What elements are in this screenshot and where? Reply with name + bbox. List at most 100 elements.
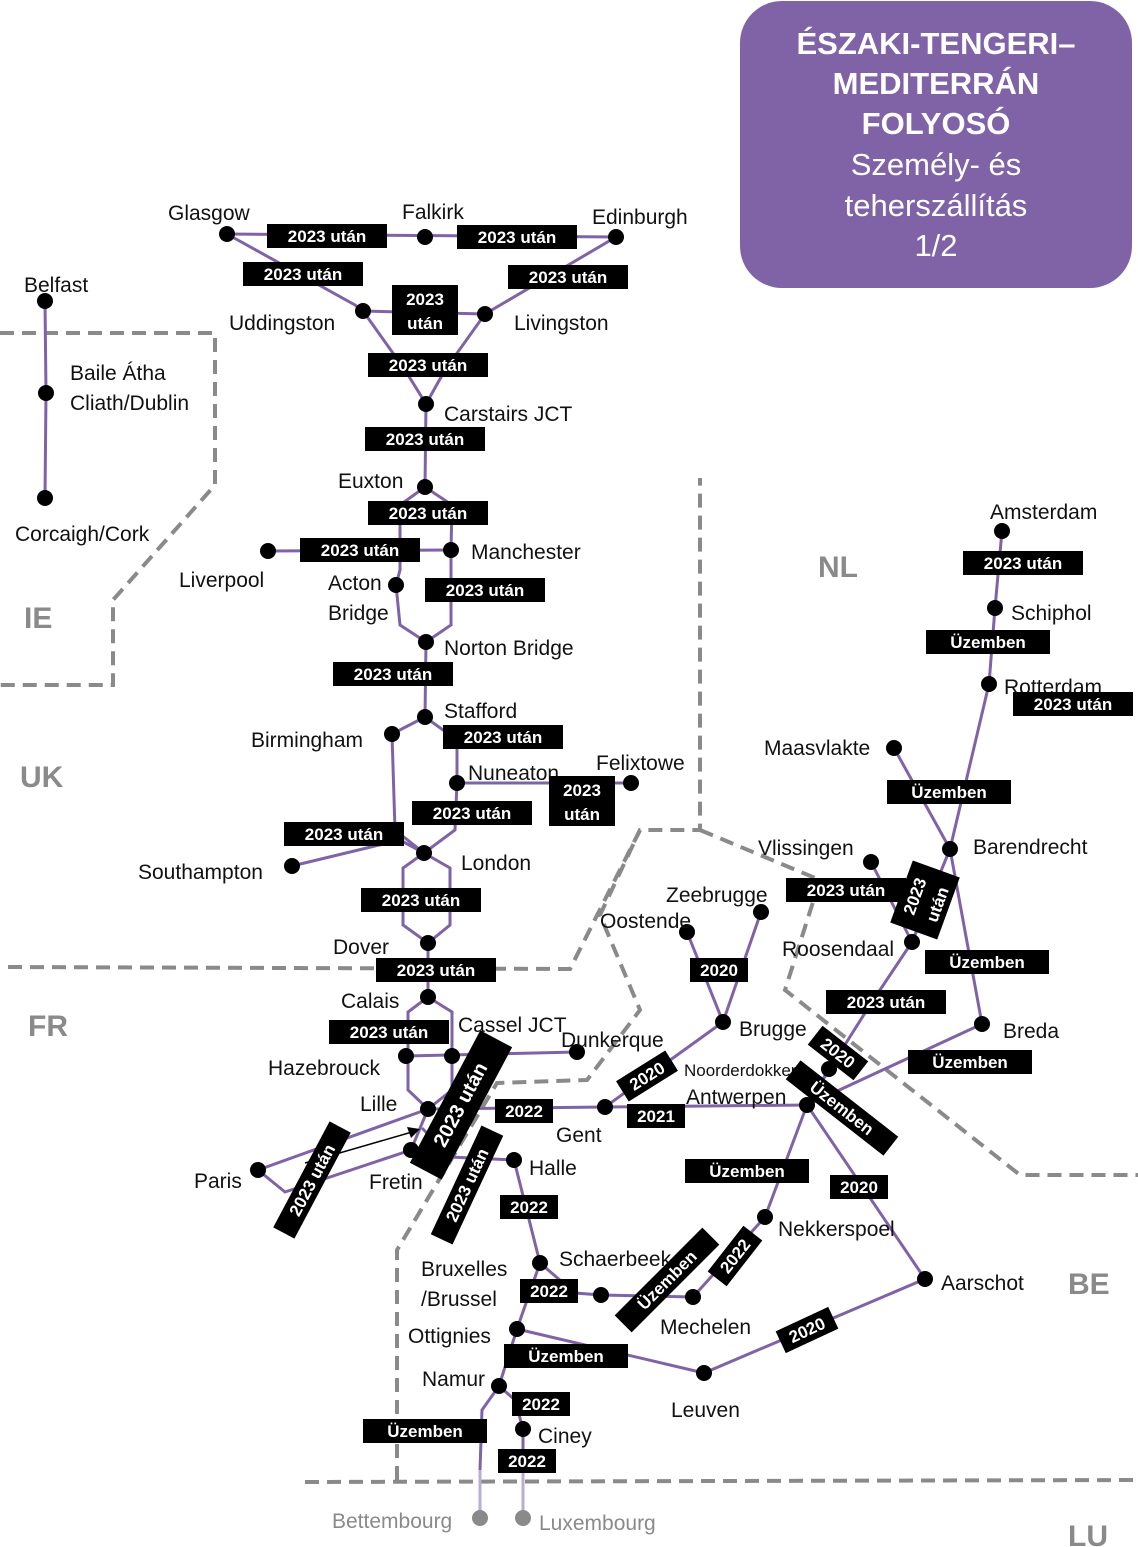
station-dot: [444, 1048, 460, 1064]
station-dot: [685, 1289, 701, 1305]
status-badge: 2023 után: [329, 1020, 449, 1044]
station-dot: [449, 775, 465, 791]
status-badge: 2022: [500, 1195, 558, 1219]
badge-background: [333, 662, 453, 686]
station-carstairs-jct: Carstairs JCT: [418, 396, 573, 426]
badge-background: [500, 1195, 558, 1219]
status-badge: 2023 után: [826, 990, 946, 1014]
station-gent: Gent: [556, 1099, 613, 1147]
station-label: Barendrecht: [973, 836, 1088, 859]
station-dot: [981, 676, 997, 692]
station-dot: [715, 1014, 731, 1030]
station-maasvlakte: Maasvlakte: [764, 737, 902, 760]
station-bettembourg: Bettembourg: [332, 1510, 488, 1533]
station-dot: [863, 854, 879, 870]
badge-label: 2023 után: [847, 993, 925, 1012]
badge-background: [549, 776, 615, 826]
station-label: Breda: [1003, 1020, 1059, 1043]
station-breda: Breda: [974, 1016, 1059, 1043]
badge-background: [329, 1020, 449, 1044]
station-label: Nekkerspoel: [778, 1218, 895, 1241]
station-label: Birmingham: [251, 729, 363, 752]
station-label: Bettembourg: [332, 1510, 452, 1533]
badge-label: 2020: [700, 961, 738, 980]
status-badge: Üzemben: [685, 1159, 809, 1183]
status-badge: 2023 után: [412, 801, 532, 825]
station-nuneaton: Nuneaton: [449, 762, 559, 791]
badge-background: [685, 1159, 809, 1183]
station-dot: [569, 1044, 585, 1060]
badge-background: [690, 958, 748, 982]
station-halle: Halle: [506, 1152, 577, 1180]
station-label: Leuven: [671, 1399, 740, 1422]
badge-label: 2023 után: [382, 891, 460, 910]
station-belfast: Belfast: [24, 274, 88, 309]
station-dot: [917, 1271, 933, 1287]
station-paris: Paris: [194, 1162, 266, 1193]
badge-label: Üzemben: [528, 1347, 604, 1366]
badge-background: [520, 1279, 578, 1303]
badge-label: 2023 után: [1034, 695, 1112, 714]
station-label: Luxembourg: [539, 1512, 656, 1535]
badge-label: 2022: [530, 1282, 568, 1301]
badge-background: [627, 1104, 685, 1128]
station-dot: [974, 1016, 990, 1032]
badge-background: [887, 780, 1011, 804]
station-label: Manchester: [471, 541, 581, 564]
badge-background: [826, 990, 946, 1014]
station-label: Antwerpen: [686, 1086, 786, 1109]
station-dot: [418, 634, 434, 650]
badge-background: [807, 1025, 869, 1081]
badge-label: Üzemben: [806, 1078, 877, 1140]
station-livingston: Livingston: [477, 306, 609, 335]
status-badge: 2023 után: [508, 265, 628, 289]
station-edinburgh: Edinburgh: [592, 206, 688, 245]
station-stafford: Stafford: [417, 700, 517, 725]
station-label: Gent: [556, 1124, 602, 1147]
station-label: Carstairs JCT: [444, 403, 573, 426]
badge-label: Üzemben: [949, 953, 1025, 972]
badge-label: 2023 után: [305, 825, 383, 844]
badge-label: 2023 után: [464, 728, 542, 747]
station-dot: [757, 1209, 773, 1225]
station-lille: Lille: [360, 1093, 436, 1117]
station-label: Lille: [360, 1093, 397, 1116]
station-dot: [821, 1061, 837, 1077]
badge-label: 2023 után: [264, 265, 342, 284]
station-label: Bruxelles/Brussel: [421, 1258, 507, 1311]
station-dot: [509, 1321, 525, 1337]
status-badge: 2022: [512, 1392, 570, 1416]
badge-label: 2020: [840, 1178, 878, 1197]
station-dot: [904, 934, 920, 950]
badge-label: 2023 után: [397, 961, 475, 980]
station-dot: [696, 1365, 712, 1381]
station-label: Norton Bridge: [444, 637, 574, 660]
station-london: London: [416, 845, 531, 875]
station-dot: [384, 726, 400, 742]
badge-label: 2022: [508, 1452, 546, 1471]
badge-background: [498, 1449, 556, 1473]
station-label: Roosendaal: [782, 938, 894, 961]
status-badge: Üzemben: [363, 1419, 487, 1443]
badge-background: [365, 427, 485, 451]
status-badge: 2023után: [890, 860, 960, 940]
badge-background: [495, 1099, 553, 1123]
badge-label: 2023 után: [433, 804, 511, 823]
station-label: Cassel JCT: [458, 1014, 567, 1037]
station-dot: [219, 226, 235, 242]
badge-label: Üzemben: [932, 1053, 1008, 1072]
station-dot: [355, 303, 371, 319]
badge-label: Üzemben: [950, 633, 1026, 652]
station-hazebrouck: Hazebrouck: [268, 1048, 414, 1080]
station-dot: [420, 989, 436, 1005]
station-label: Schaerbeek: [559, 1248, 672, 1271]
badge-background: [890, 860, 960, 940]
status-badge: 2022: [498, 1449, 556, 1473]
status-badge: Üzemben: [887, 780, 1011, 804]
badge-background: [443, 725, 563, 749]
